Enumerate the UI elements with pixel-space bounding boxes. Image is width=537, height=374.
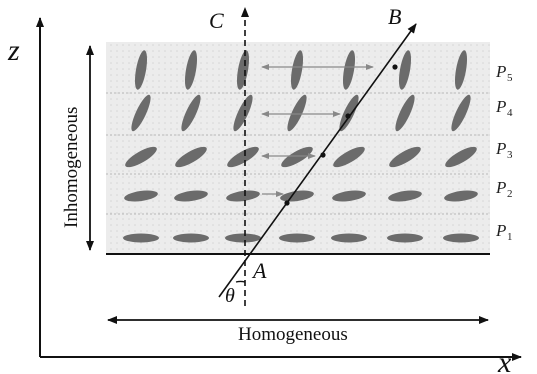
layer-label-p2-letter: P: [495, 178, 506, 197]
ellipse-p4-6: [395, 94, 415, 132]
ellipse-p2-7: [444, 190, 478, 202]
layer-label-p5-sub: 5: [507, 72, 513, 84]
angle-arc: [235, 280, 246, 283]
ellipse-p2-6: [388, 190, 422, 202]
ray-intersections: [284, 64, 398, 206]
transverse-arrows: [261, 64, 374, 197]
ellipse-p3-7: [445, 146, 477, 168]
layer-label-p5-letter: P: [495, 62, 506, 81]
ellipse-p3-6: [389, 146, 421, 168]
layer-label-p4-sub: 4: [507, 107, 513, 119]
ellipse-p1-5: [331, 233, 367, 243]
ellipse-p1-2: [173, 233, 209, 243]
ellipse-p3-1: [125, 146, 157, 168]
ellipse-p2-5: [332, 190, 366, 202]
layer-label-p1-letter: P: [495, 221, 506, 240]
layer-separators: [106, 92, 490, 215]
x-axis-label: x: [497, 346, 512, 374]
ellipse-p2-1: [124, 190, 158, 202]
ellipse-p1-4: [279, 233, 315, 243]
ellipse-field: [123, 50, 479, 243]
layer-label-p3-letter: P: [495, 139, 506, 158]
ellipse-p4-7: [451, 94, 471, 132]
ellipse-p1-7: [443, 233, 479, 243]
ellipse-p2-3: [226, 190, 260, 202]
z-axis-label: z: [7, 34, 20, 67]
ellipse-p5-4: [290, 50, 304, 90]
point-label-c: C: [209, 8, 224, 33]
ellipse-p4-2: [181, 94, 201, 132]
ellipse-p5-3: [236, 50, 250, 90]
layer-label-p3-sub: 3: [507, 149, 513, 161]
layer-label-p1-sub: 1: [507, 231, 513, 243]
ellipse-p5-6: [398, 50, 412, 90]
ellipse-p3-3: [227, 146, 259, 168]
homogeneous-label: Homogeneous: [238, 324, 348, 345]
layer-label-p1: P 1: [495, 221, 513, 243]
layer-label-p4: P 4: [495, 97, 513, 119]
ellipse-p5-7: [454, 50, 468, 90]
ellipse-p2-4: [280, 190, 314, 202]
layer-label-p2: P 2: [495, 178, 513, 200]
ellipse-p4-1: [131, 94, 151, 132]
layer-label-p4-letter: P: [495, 97, 506, 116]
ellipse-p5-2: [184, 50, 198, 90]
ellipse-p1-1: [123, 233, 159, 243]
ellipse-p4-3: [233, 94, 253, 132]
ellipse-p1-6: [387, 233, 423, 243]
ellipse-p2-2: [174, 190, 208, 202]
ray-ab: [218, 23, 417, 298]
layer-label-p2-sub: 2: [507, 188, 513, 200]
point-label-a: A: [251, 258, 267, 283]
ellipse-p5-1: [134, 50, 148, 90]
ellipse-p1-3: [225, 233, 261, 243]
layer-label-p3: P 3: [495, 139, 513, 161]
ellipse-p5-5: [342, 50, 356, 90]
inhomogeneous-label: Inhomogeneous: [61, 107, 82, 228]
point-label-b: B: [388, 4, 401, 29]
ellipse-p4-5: [339, 94, 359, 132]
angle-label-theta: θ: [225, 285, 235, 307]
ellipse-p3-5: [333, 146, 365, 168]
ellipse-p3-2: [175, 146, 207, 168]
layer-label-p5: P 5: [495, 62, 513, 84]
